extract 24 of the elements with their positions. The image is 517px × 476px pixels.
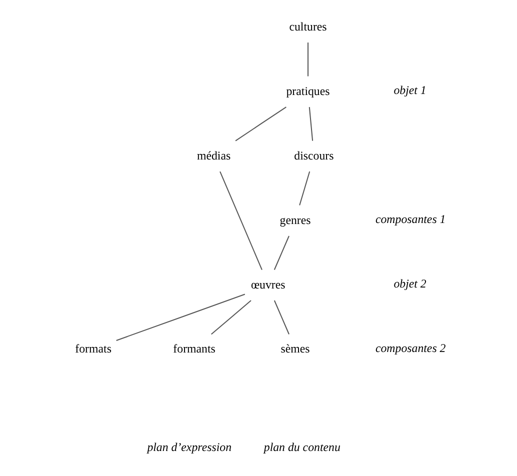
label: composantes 1 <box>374 212 446 226</box>
connector <box>307 42 308 76</box>
node-text: sèmes <box>280 342 310 356</box>
label: objet 2 <box>393 276 426 290</box>
connector <box>298 171 310 206</box>
connector <box>308 106 313 141</box>
node-text: formats <box>74 342 111 356</box>
connector <box>210 300 251 335</box>
connector <box>273 236 289 270</box>
node-text: œuvres <box>250 277 285 292</box>
node-text: discours <box>294 148 334 162</box>
label: plan du contenu <box>263 440 340 454</box>
label: objet 1 <box>393 82 426 97</box>
node-text: médias <box>196 148 230 162</box>
label: plan d’expression <box>146 440 232 454</box>
node-text: pratiques <box>286 84 330 98</box>
node-text: formants <box>172 342 215 356</box>
connector <box>273 300 289 334</box>
connector <box>219 171 262 270</box>
connector <box>116 294 245 341</box>
node-text: cultures <box>288 19 326 34</box>
label: composantes 2 <box>374 340 446 355</box>
connector <box>234 106 286 142</box>
node-text: genres <box>279 212 310 227</box>
